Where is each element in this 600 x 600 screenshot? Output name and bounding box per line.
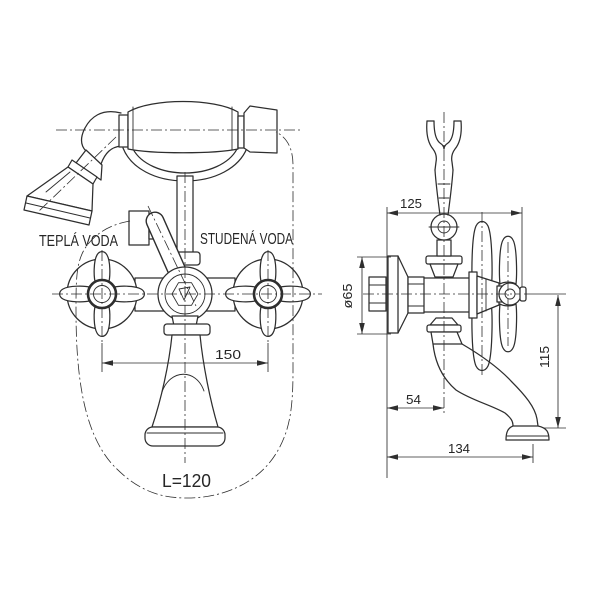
- shower-head: [23, 149, 103, 226]
- front-view: 150 TEPLÁ VODA STUDENÁ VODA L=120: [23, 100, 322, 499]
- cold-water-label: STUDENÁ VODA: [200, 229, 293, 248]
- hose-length-label: L=120: [162, 471, 211, 491]
- hose-connector: [128, 210, 150, 246]
- side-centerlines: [363, 112, 520, 416]
- front-centerlines: [37, 129, 322, 463]
- dim-125-label: 125: [400, 197, 422, 211]
- hand-shower-cap: [243, 105, 278, 154]
- dim-drop-height: 115: [524, 293, 566, 429]
- dim-wall-to-axis: 54: [387, 393, 444, 411]
- dim-flange-diameter: ø65: [341, 256, 391, 335]
- dim-wall-to-spout: 134: [387, 442, 534, 463]
- escutcheon: [387, 255, 425, 334]
- dim-150-label: 150: [215, 348, 241, 362]
- hose-loop-centerline: [75, 131, 294, 499]
- hot-water-label: TEPLÁ VODA: [39, 231, 118, 250]
- hand-shower-handle: [118, 100, 278, 154]
- dim-115-label: 115: [538, 346, 552, 368]
- dim-54-label: 54: [406, 393, 421, 407]
- dim-top-depth: 125: [387, 197, 523, 287]
- dim-134-label: 134: [448, 442, 470, 456]
- dim-handle-spacing: 150: [101, 343, 269, 372]
- dim-diameter-label: ø65: [341, 283, 355, 308]
- side-view: 125 ø65 54 134 115: [341, 112, 566, 478]
- side-valve-body: [423, 271, 500, 319]
